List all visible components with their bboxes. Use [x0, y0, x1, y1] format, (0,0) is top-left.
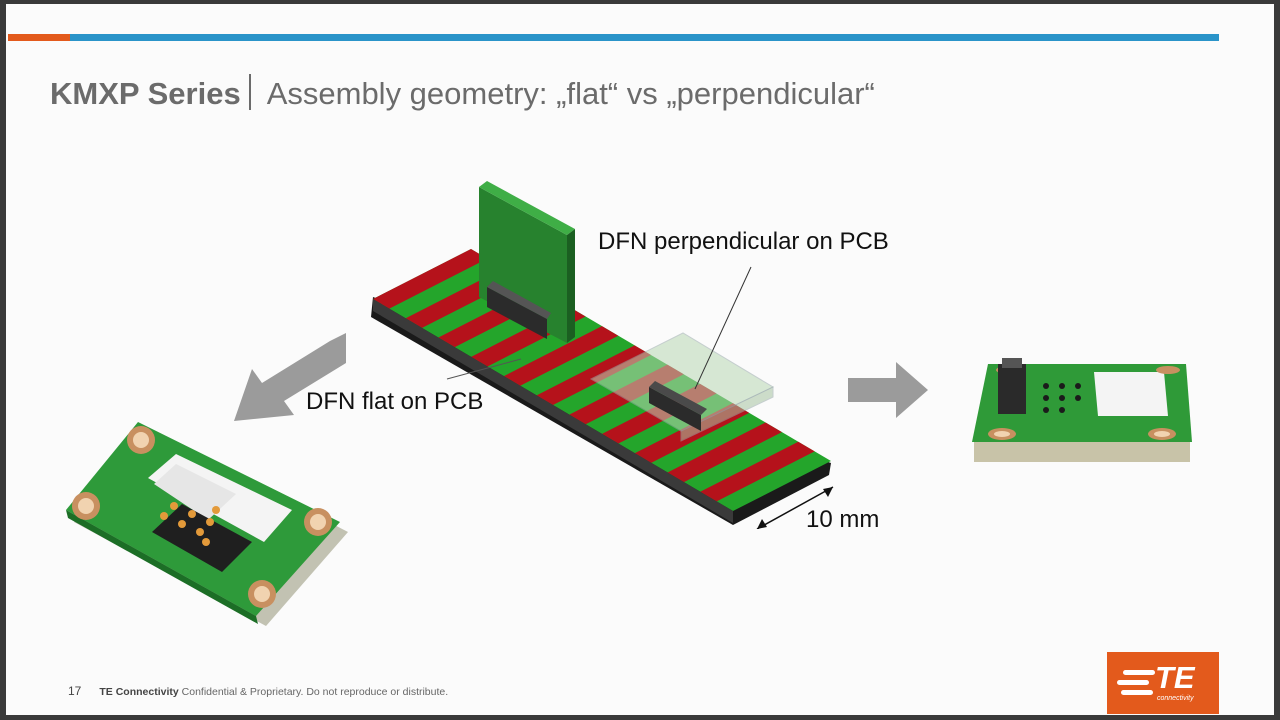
pcb-red-stripe: [667, 422, 782, 483]
te-logo: TE connectivity: [1107, 652, 1219, 714]
pcb-stripes-illustration: [371, 181, 834, 529]
label-perpendicular: DFN perpendicular on PCB: [598, 228, 889, 255]
footer-notice: Confidential & Proprietary. Do not repro…: [181, 686, 449, 698]
title-separator: [248, 74, 251, 110]
slide: KMXP Series Assembly geometry: „flat“ vs …: [6, 4, 1274, 715]
footer-company: TE Connectivity: [99, 686, 179, 698]
label-flat: DFN flat on PCB: [306, 388, 484, 415]
page-number: 17: [68, 684, 82, 698]
perpendicular-sensor-photo: [972, 358, 1192, 462]
te-logo-subtext: connectivity: [1157, 695, 1194, 702]
flat-sensor-photo: [66, 422, 348, 626]
te-logo-text: TE: [1155, 660, 1195, 695]
arrow-right-icon: [848, 362, 928, 418]
pcb-red-stripe: [373, 249, 488, 309]
te-logo-mark-icon: [1117, 670, 1155, 695]
title-series: KMXP Series: [50, 76, 241, 111]
pcb-red-stripe: [503, 326, 619, 386]
title-subtitle: Assembly geometry: „flat“ vs „perpendicu…: [266, 76, 875, 111]
header-accent-orange: [8, 34, 70, 41]
arrow-left-icon: [234, 333, 346, 421]
pcb-red-stripe: [536, 345, 651, 405]
slide-title: KMXP Series Assembly geometry: „flat“ vs …: [50, 74, 875, 112]
footer: 17 TE Connectivity Confidential & Proprie…: [68, 684, 448, 698]
label-dimension: 10 mm: [806, 506, 880, 533]
pcb-red-stripe: [700, 441, 815, 502]
header-accent-blue: [70, 34, 1219, 41]
